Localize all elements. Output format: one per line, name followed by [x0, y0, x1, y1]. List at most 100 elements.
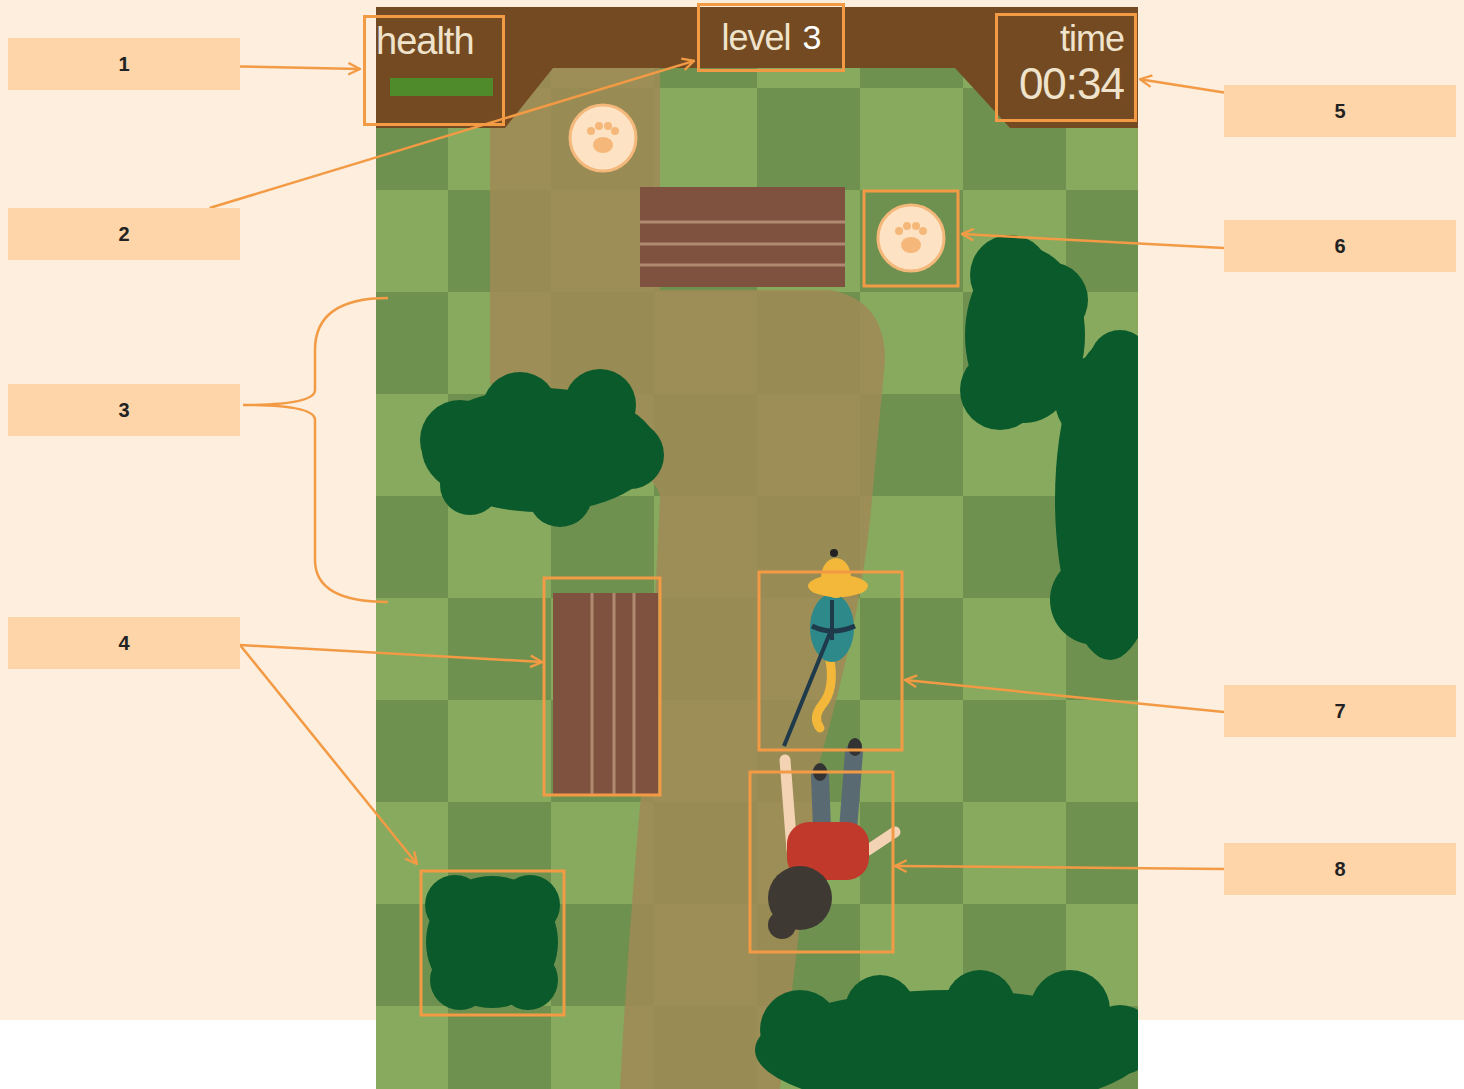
- bush: [755, 970, 1138, 1089]
- callout-number: 8: [1334, 858, 1345, 881]
- illustration-part: [868, 832, 895, 850]
- leader-line: [895, 866, 1224, 869]
- hud-label: 00:34: [1019, 59, 1124, 110]
- illustration-part: [591, 593, 594, 795]
- illustration-part: [596, 421, 664, 489]
- illustration-part: [430, 950, 490, 1010]
- illustration-part: [604, 122, 612, 130]
- leader-line: [962, 234, 1224, 248]
- callout-arrow: [210, 61, 695, 208]
- callout-number: 4: [118, 632, 129, 655]
- callout-number: 7: [1224, 685, 1456, 737]
- paw-token: [878, 205, 944, 271]
- highlight-frames: [421, 191, 958, 1015]
- callout-number: 4: [8, 617, 240, 669]
- illustration-part: [903, 222, 911, 230]
- highlight-frame: [759, 572, 902, 750]
- callout-arrow: [1140, 79, 1224, 92]
- illustration-part: [895, 227, 903, 235]
- illustration-part: [1090, 330, 1138, 390]
- callout-number: 3: [118, 399, 129, 422]
- health-bar: [390, 78, 493, 96]
- illustration-part: [425, 875, 485, 935]
- bush: [420, 369, 664, 527]
- illustration-part: [1085, 1005, 1138, 1075]
- illustration-part: [1050, 555, 1138, 645]
- illustration-part: [768, 911, 796, 939]
- illustration-part: [878, 205, 944, 271]
- illustration-part: [830, 549, 838, 557]
- illustration-part: [816, 660, 831, 728]
- illustration-part: [821, 558, 851, 598]
- dog-figure: [808, 549, 868, 728]
- illustration-part: [945, 970, 1015, 1040]
- leash: [784, 628, 832, 746]
- hud-label: health: [376, 20, 474, 64]
- illustration-part: [901, 237, 921, 253]
- bracket: [243, 298, 388, 602]
- illustration-part: [640, 221, 845, 224]
- illustration-part: [611, 127, 619, 135]
- hud-label: level: [722, 17, 791, 58]
- illustration-part: [482, 372, 558, 448]
- callout-number: 2: [118, 223, 129, 246]
- highlight-frame: [421, 871, 564, 1015]
- time-label-box: time00:34: [995, 13, 1137, 122]
- leader-line: [240, 645, 542, 662]
- illustration-part: [553, 593, 658, 795]
- illustration-part: [595, 122, 603, 130]
- illustration-part: [633, 593, 636, 795]
- illustration-part: [848, 752, 854, 830]
- illustration-part: [587, 127, 595, 135]
- illustration-part: [640, 187, 845, 287]
- callout-number: 5: [1334, 100, 1345, 123]
- illustration-part: [845, 975, 915, 1045]
- level-label-box: level 3: [697, 3, 845, 72]
- bench: [553, 593, 658, 795]
- person-figure: [768, 738, 895, 939]
- illustration-part: [500, 875, 560, 935]
- callout-number: 5: [1224, 85, 1456, 137]
- leader-line: [240, 645, 417, 864]
- hud-bar: [376, 7, 1138, 128]
- callout-number: 8: [1224, 843, 1456, 895]
- callout-number: 1: [8, 38, 240, 90]
- illustration-part: [498, 950, 558, 1010]
- game-scene: [376, 7, 1138, 1089]
- hud-label: time: [1060, 18, 1124, 59]
- callout-number: 2: [8, 208, 240, 260]
- callout-number: 3: [8, 384, 240, 436]
- leader-group: [240, 234, 1224, 869]
- illustration-part: [528, 463, 592, 527]
- bush: [425, 875, 560, 1010]
- hud-label: 3: [803, 18, 821, 57]
- illustration-part: [919, 227, 927, 235]
- bush: [960, 235, 1138, 660]
- grass-checker: [376, 7, 1138, 1089]
- illustration-part: [640, 243, 845, 246]
- highlight-frame: [864, 191, 958, 286]
- callout-number: 6: [1224, 220, 1456, 272]
- paw-token: [570, 105, 636, 171]
- illustration-part: [440, 455, 500, 515]
- callout-number: 6: [1334, 235, 1345, 258]
- illustration-part: [640, 264, 845, 267]
- illustration-part: [848, 738, 862, 756]
- illustration-part: [960, 350, 1040, 430]
- bench: [640, 187, 845, 287]
- illustration-part: [570, 105, 636, 171]
- leader-line: [905, 680, 1224, 712]
- callout-number: 1: [118, 53, 129, 76]
- illustration-part: [912, 222, 920, 230]
- illustration-part: [820, 775, 822, 830]
- callout-arrow: [240, 66, 360, 69]
- health-label-box: health: [363, 15, 505, 126]
- highlight-frame: [544, 578, 660, 795]
- illustration-part: [760, 990, 840, 1070]
- callout-number: 7: [1334, 700, 1345, 723]
- illustration-part: [1012, 262, 1088, 338]
